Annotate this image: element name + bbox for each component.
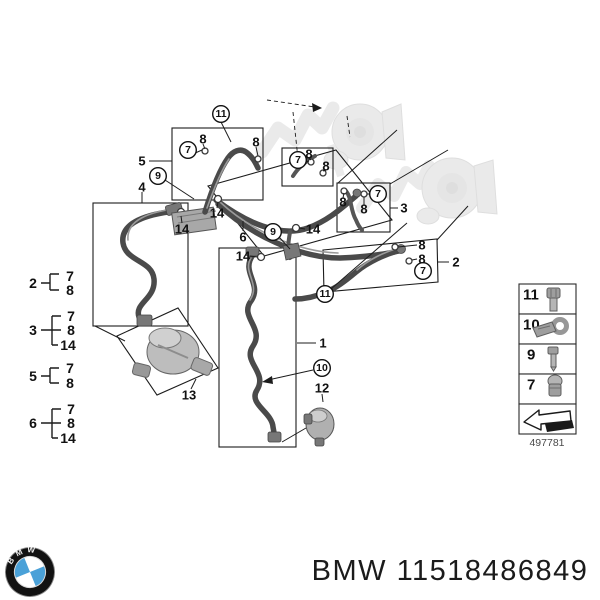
callout-label: 8 [339, 195, 346, 210]
reference-group-2: 2 7 8 [29, 268, 74, 298]
callout-label: 4 [138, 180, 146, 195]
pipe-item-3 [340, 187, 368, 232]
electric-water-pump-item-13 [131, 327, 214, 378]
reference-item: 8 [66, 375, 74, 391]
legend-code: 497781 [529, 437, 564, 449]
footer: BMW BMW 11518486849 [3, 540, 589, 597]
legend-cell [518, 373, 577, 405]
circled-callout-label: 7 [295, 154, 301, 166]
circled-callout: 7 [178, 140, 197, 159]
legend-label: 9 [527, 347, 535, 364]
circled-callouts: 11 7 7 9 7 9 7 11 10 [148, 104, 433, 378]
callout-boxes [92, 127, 439, 448]
reference-item: 8 [67, 415, 75, 431]
arrow-left-icon [523, 409, 574, 432]
callout-label: 8 [418, 238, 425, 253]
reference-group-label: 6 [29, 415, 37, 431]
wavy-hose-item-1 [245, 246, 282, 443]
reference-group-label: 2 [29, 275, 37, 291]
reference-item: 7 [66, 268, 74, 284]
cap-screw-icon [546, 287, 561, 312]
turbocharger-ghost-left [255, 101, 406, 178]
circled-callout: 7 [289, 150, 308, 169]
legend-label: 7 [527, 377, 535, 394]
circled-callout: 11 [316, 285, 335, 304]
bmw-logo: BMW [3, 540, 55, 597]
callout-label: 14 [306, 222, 321, 237]
circled-callout-label: 11 [215, 108, 226, 120]
turbocharger-ghost-right [356, 157, 498, 225]
callout-label: 14 [236, 249, 251, 264]
callout-label: 12 [315, 381, 329, 396]
callout-label: 1 [319, 336, 326, 351]
reference-group-label: 3 [29, 322, 37, 338]
box-item-5 [171, 127, 264, 201]
circled-callout-label: 11 [319, 288, 330, 300]
circled-callout: 9 [264, 222, 283, 241]
reference-item: 14 [60, 430, 76, 446]
circled-callout: 10 [313, 359, 332, 378]
box-item-2 [322, 238, 439, 293]
leader-lines [141, 121, 449, 403]
callout-label: 8 [305, 147, 312, 162]
reference-group-5: 5 7 8 [29, 360, 74, 391]
callout-label: 5 [138, 154, 145, 169]
legend-label: 11 [523, 287, 539, 304]
reference-item: 7 [67, 401, 75, 417]
circled-callout: 9 [148, 166, 167, 185]
circled-callout-label: 7 [185, 144, 191, 156]
box-item-1 [218, 247, 297, 448]
reference-item: 8 [67, 322, 75, 338]
circled-callout: 7 [369, 184, 388, 203]
reference-item: 8 [66, 282, 74, 298]
screw-icon [547, 346, 559, 372]
callout-label: 8 [418, 252, 425, 267]
callout-label: 8 [199, 132, 206, 147]
reference-group-3: 3 7 8 14 [29, 308, 76, 353]
circled-callout-label: 9 [270, 226, 276, 238]
circled-callout-label: 7 [420, 265, 426, 277]
circled-callout-label: 10 [316, 362, 328, 374]
callout-label: 3 [400, 201, 407, 216]
valve-item-12 [303, 407, 335, 447]
callout-label: 8 [360, 202, 367, 217]
callout-label: 13 [182, 388, 196, 403]
callout-label: 2 [452, 255, 459, 270]
circled-callout: 11 [211, 104, 230, 123]
callout-label: 6 [239, 230, 246, 245]
plug-fitting-icon [547, 374, 563, 397]
heat-exchanger-and-pipe-item-5 [171, 147, 262, 236]
circled-callout: 7 [414, 262, 433, 281]
callout-label: 8 [252, 135, 259, 150]
box-item-upper-pipe [281, 147, 334, 187]
reference-item: 14 [60, 337, 76, 353]
callout-labels: 5 4 8 8 8 8 8 8 3 8 8 2 14 14 14 14 6 1 … [138, 132, 459, 403]
projection-lines [94, 99, 469, 443]
part-number-text: BMW 11518486849 [312, 555, 589, 587]
reference-group-label: 5 [29, 368, 37, 384]
circled-callout-label: 7 [375, 188, 381, 200]
reference-item: 7 [67, 308, 75, 324]
reference-item: 7 [66, 360, 74, 376]
callout-label: 8 [322, 159, 329, 174]
reference-group-6: 6 7 8 14 [29, 401, 76, 446]
circled-callout-label: 9 [155, 170, 161, 182]
legend: 11 10 9 7 497781 [518, 283, 577, 449]
clamp-icon [532, 317, 569, 338]
callout-label: 14 [175, 222, 190, 237]
callout-label: 14 [210, 206, 225, 221]
